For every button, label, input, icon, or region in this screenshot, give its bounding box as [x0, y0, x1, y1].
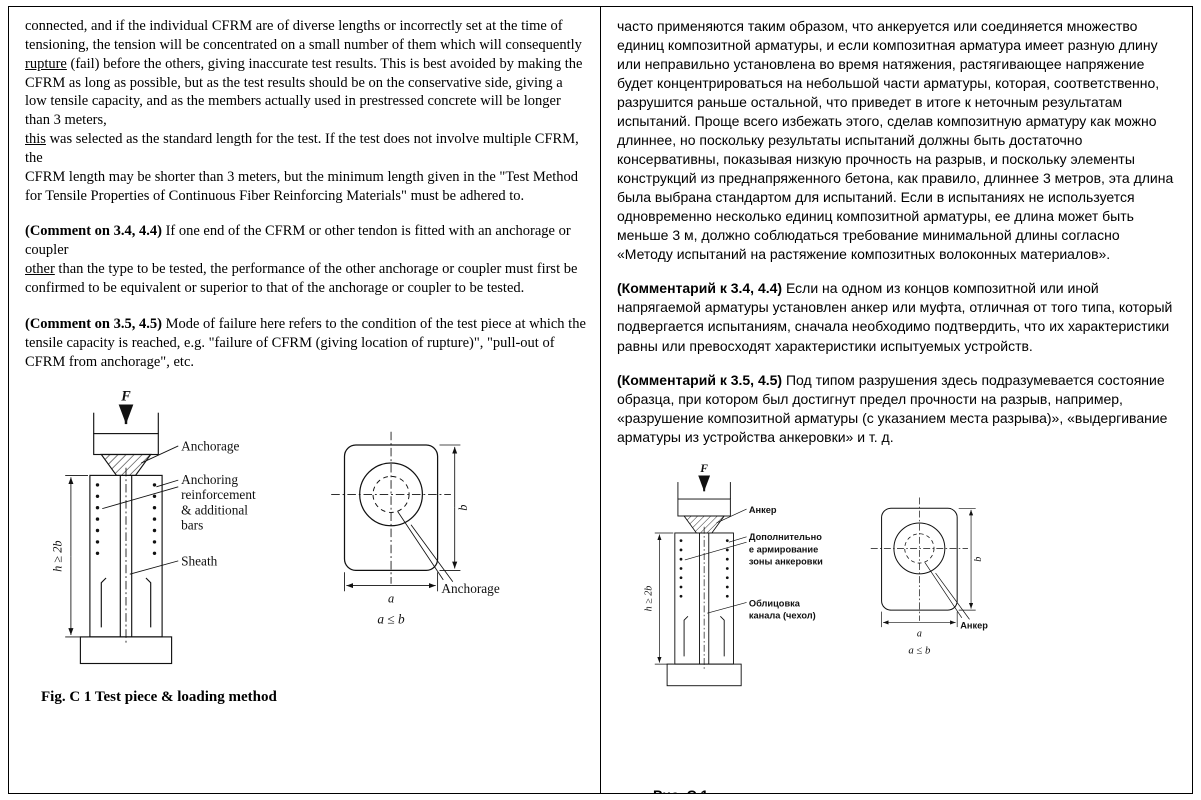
reinforcement-label-line: bars [181, 518, 203, 533]
cross-section-view [331, 432, 451, 585]
reinforcement-label-line: & additional [181, 503, 248, 518]
document-page: connected, and if the individual CFRM ar… [8, 6, 1193, 794]
dimension-b-label: b [973, 556, 984, 561]
anchorage-label: Анкер [749, 505, 777, 515]
text-run: (fail) before the others, giving inaccur… [25, 55, 583, 129]
text-run: Если на одном из концов композитной или … [617, 280, 1177, 354]
figure-caption-ru-clipped: Рис. С 1 [653, 787, 708, 793]
comment-heading: (Comment on 3.5, 4.5) [25, 315, 162, 332]
reinforcement-label-line: Anchoring [181, 472, 238, 487]
text-run: If one end of the CFRM or other tendon i… [25, 223, 571, 259]
text-run: connected, and if the individual CFRM ar… [25, 18, 582, 53]
reinforcement-label-line: е армирование [749, 544, 818, 554]
comment-heading: (Комментарий к 3.5, 4.5) [617, 371, 783, 388]
paragraph-comment-3-5-ru: (Комментарий к 3.5, 4.5) Под типом разру… [617, 371, 1178, 447]
text-run: Mode of failure here refers to the condi… [25, 315, 590, 370]
comment-heading: (Комментарий к 3.4, 4.4) [617, 280, 783, 297]
test-piece-diagram-en: F Anchorage Anchoring reinforcement & ad… [50, 389, 500, 665]
additional-bar [720, 615, 725, 657]
section-anchorage-label: Анкер [960, 620, 988, 630]
dimension-a-label: a [388, 592, 394, 606]
base-slab [79, 636, 173, 665]
dimension-and-leader-lines [65, 445, 179, 638]
a-le-b-label: a ≤ b [908, 644, 931, 656]
force-label: F [699, 462, 708, 475]
paragraph-comment-3-4-ru: (Комментарий к 3.4, 4.4) Если на одном и… [617, 279, 1178, 355]
a-le-b-label: a ≤ b [377, 612, 405, 627]
reinforcement-dots [679, 538, 729, 598]
section-dimensions [881, 507, 976, 627]
english-column: connected, and if the individual CFRM ar… [9, 7, 600, 793]
text-run: was selected as the standard length for … [25, 131, 579, 204]
section-dimensions [344, 444, 461, 592]
sheath-label-line: Облицовка [749, 598, 801, 608]
force-label: F [120, 389, 131, 405]
reinforcement-label-line: reinforcement [181, 487, 256, 502]
anchorage-label: Anchorage [181, 439, 239, 454]
paragraph-comment-3-5: (Comment on 3.5, 4.5) Mode of failure he… [25, 315, 586, 372]
base-slab [666, 663, 742, 686]
comment-heading: (Comment on 3.4, 4.4) [25, 223, 162, 240]
test-piece-diagram-ru: F Анкер Дополнительно е армирование зоны… [644, 462, 988, 686]
underlined-word: this [25, 131, 46, 148]
additional-bar [145, 577, 152, 628]
sheath-label-line: канала (чехол) [749, 610, 816, 620]
text-run: часто применяются таким образом, что анк… [617, 18, 1178, 263]
elevation-view [666, 474, 742, 686]
height-dimension-label: h ≥ 2b [644, 585, 655, 611]
dimension-a-label: a [917, 628, 922, 639]
height-dimension-label: h ≥ 2b [50, 541, 64, 572]
section-anchorage-label: Anchorage [441, 582, 499, 597]
text-run: Под типом разрушения здесь подразумевает… [617, 371, 1172, 445]
paragraph-standard-length: connected, and if the individual CFRM ar… [25, 17, 586, 205]
underlined-word: rupture [25, 55, 67, 72]
text-run: than the type to be tested, the performa… [25, 261, 582, 296]
dimension-and-leader-lines [654, 508, 747, 665]
figure-test-piece-ru: F Анкер Дополнительно е армирование зоны… [623, 462, 1178, 701]
additional-bar [683, 615, 689, 657]
reinforcement-dots [95, 483, 157, 556]
figure-test-piece-en: F Anchorage Anchoring reinforcement & ad… [31, 388, 586, 706]
paragraph-standard-length-ru: часто применяются таким образом, что анк… [617, 17, 1178, 264]
russian-column: часто применяются таким образом, что анк… [600, 7, 1192, 793]
elevation-view [79, 404, 173, 665]
cross-section-view [870, 497, 968, 621]
reinforcement-label-line: Дополнительно [749, 532, 822, 542]
sheath-label-line: Sheath [181, 554, 218, 569]
additional-bar [100, 577, 107, 628]
figure-caption-en: Fig. C 1 Test piece & loading method [41, 688, 277, 705]
dimension-b-label: b [456, 505, 470, 511]
paragraph-comment-3-4: (Comment on 3.4, 4.4) If one end of the … [25, 222, 586, 297]
reinforcement-label-line: зоны анкеровки [749, 556, 823, 566]
underlined-word: other [25, 261, 55, 278]
